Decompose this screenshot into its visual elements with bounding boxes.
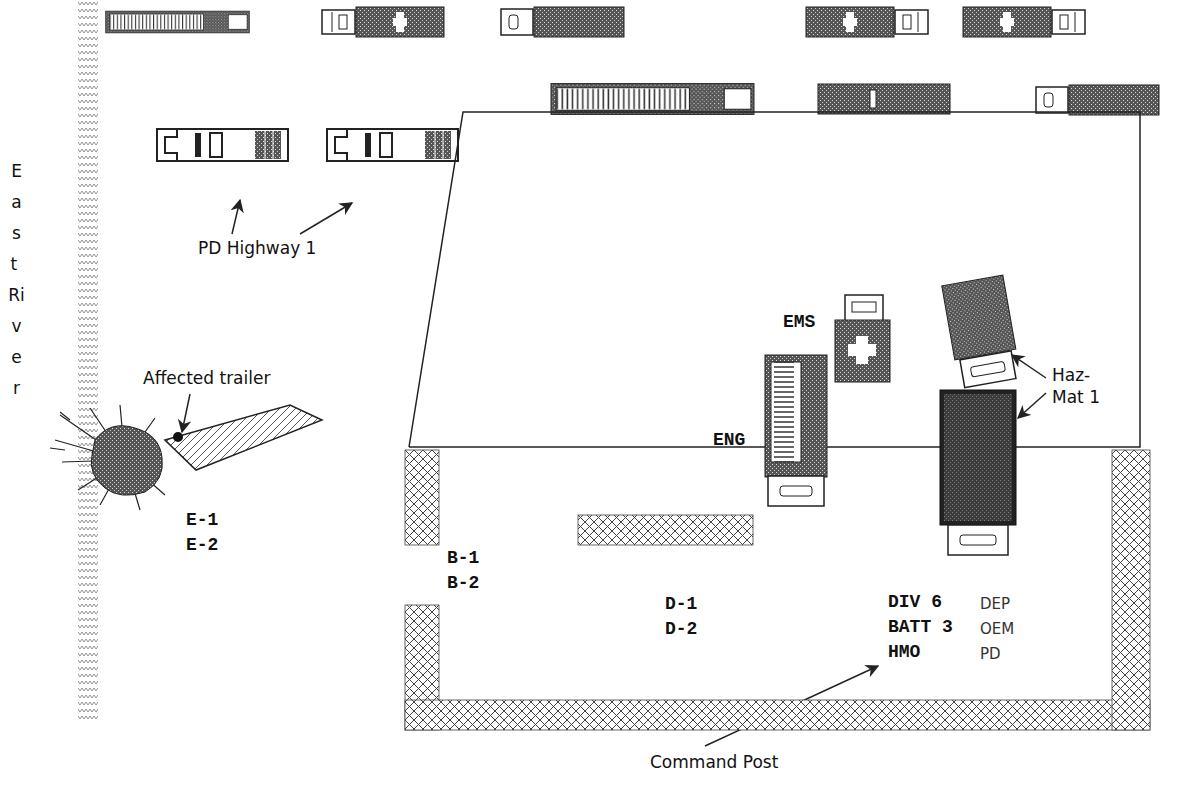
unit-label: ENG bbox=[713, 430, 745, 450]
fence-bands bbox=[405, 450, 1150, 730]
command-unit: HMO bbox=[888, 642, 920, 662]
unit-code: D-1 bbox=[665, 594, 697, 614]
command-unit: DIV 6 bbox=[888, 592, 942, 612]
unit-code: B-1 bbox=[447, 548, 479, 568]
unit-label: Haz-Mat 1 bbox=[1052, 364, 1107, 408]
ems-vehicle bbox=[835, 295, 890, 382]
unit-label: PD Highway 1 bbox=[198, 238, 316, 258]
unit-label: EMS bbox=[783, 312, 815, 332]
agency-label: PD bbox=[980, 644, 1001, 664]
river-band bbox=[78, 0, 98, 720]
leader-lines bbox=[182, 200, 1046, 746]
agency-label: DEP bbox=[980, 594, 1010, 614]
engine-vehicle bbox=[765, 355, 827, 506]
unit-code: E-1 bbox=[186, 510, 218, 530]
police-cars bbox=[157, 129, 458, 161]
callout-label: Command Post bbox=[650, 752, 778, 772]
unit-code: E-2 bbox=[186, 535, 218, 555]
affected-trailer bbox=[50, 405, 322, 510]
river-name: East River bbox=[8, 156, 25, 404]
parked-vehicles bbox=[106, 7, 1159, 115]
command-unit: BATT 3 bbox=[888, 617, 953, 637]
unit-code: B-2 bbox=[447, 573, 479, 593]
callout-label: Affected trailer bbox=[143, 368, 270, 388]
unit-code: D-2 bbox=[665, 619, 697, 639]
hazmat-vehicles bbox=[940, 275, 1021, 555]
agency-label: OEM bbox=[980, 619, 1014, 639]
